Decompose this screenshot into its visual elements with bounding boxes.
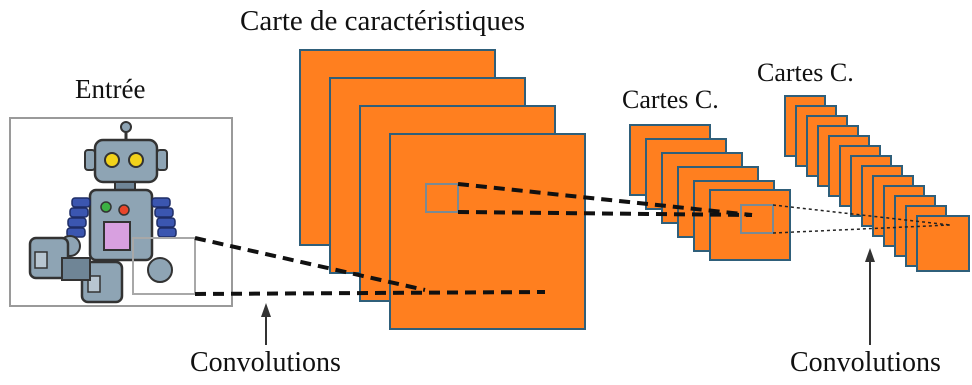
maps-stack-2 [784,95,970,272]
maps-stack-1 [629,124,791,261]
input-receptive-field [132,237,196,295]
input-label: Entrée [75,74,146,104]
robot-illustration [28,121,177,304]
maps-2-label: Cartes C. [757,58,854,87]
convolutions-1-label: Convolutions [190,347,341,378]
feature-map-label: Carte de caractéristiques [240,5,526,37]
arrow-2 [865,248,875,345]
convolutions-2-label: Convolutions [790,347,941,378]
feature-receptive-field [425,183,459,213]
maps-1-label: Cartes C. [622,85,719,114]
arrow-1 [261,303,271,345]
feature-map [389,133,586,330]
maps-receptive-field [740,204,774,234]
convolution-lines-1 [194,236,546,296]
input-image [9,117,233,307]
feature-map-stack [299,49,586,330]
convolution-lines-2 [457,182,753,217]
